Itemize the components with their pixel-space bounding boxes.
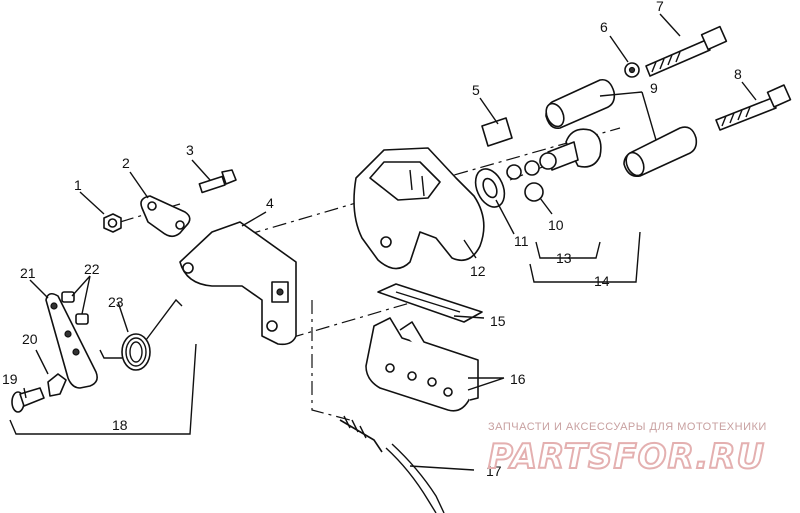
callout-19: 19 <box>2 371 18 387</box>
sleeve-upper <box>545 78 616 130</box>
small-bolt <box>198 169 237 194</box>
watermark-tagline: ЗАПЧАСТИ И АКСЕССУАРЫ ДЛЯ МОТОТЕХНИКИ <box>488 421 767 433</box>
callout-20: 20 <box>22 331 38 347</box>
callout-11: 11 <box>514 233 529 249</box>
pins <box>61 291 89 325</box>
pad-spring-plate <box>377 283 483 323</box>
washer <box>624 62 640 78</box>
callout-4: 4 <box>266 195 274 211</box>
callout-15: 15 <box>490 313 506 329</box>
callout-22: 22 <box>84 261 100 277</box>
lever-arm <box>45 292 98 389</box>
small-clip <box>47 373 67 397</box>
callout-1: 1 <box>74 177 82 193</box>
callout-21: 21 <box>20 265 36 281</box>
callout-9: 9 <box>650 80 658 96</box>
leader-lines <box>9 13 757 471</box>
screw <box>11 387 45 413</box>
callout-16: 16 <box>510 371 526 387</box>
brake-pads <box>365 317 479 412</box>
sleeve-lower <box>623 126 698 178</box>
callout-10: 10 <box>548 217 564 233</box>
caliper-bolt <box>715 84 792 131</box>
caliper-body <box>353 147 485 270</box>
callout-12: 12 <box>470 263 486 279</box>
callout-2: 2 <box>122 155 130 171</box>
callout-13: 13 <box>556 250 572 266</box>
callout-labels: 1 2 3 4 5 6 7 8 9 10 11 12 13 14 15 16 1… <box>2 0 742 479</box>
callout-6: 6 <box>600 19 608 35</box>
retaining-clip <box>481 117 513 147</box>
nut <box>103 213 122 233</box>
callout-3: 3 <box>186 142 194 158</box>
callout-5: 5 <box>472 82 480 98</box>
brake-cable <box>339 415 445 513</box>
long-bolt <box>645 25 728 77</box>
callout-8: 8 <box>734 66 742 82</box>
callout-23: 23 <box>108 294 124 310</box>
callout-18: 18 <box>112 417 128 433</box>
watermark-brand: PARTSFOR.RU <box>488 437 765 477</box>
torsion-spring <box>99 298 183 371</box>
piston-assembly <box>474 128 602 208</box>
watermark-logo: ЗАПЧАСТИ И АКСЕССУАРЫ ДЛЯ МОТОТЕХНИКИ PA… <box>487 421 767 478</box>
callout-7: 7 <box>656 0 664 14</box>
callout-14: 14 <box>594 273 610 289</box>
callout-17: 17 <box>486 463 502 479</box>
link-plate <box>140 195 191 238</box>
mounting-bracket <box>179 221 297 346</box>
